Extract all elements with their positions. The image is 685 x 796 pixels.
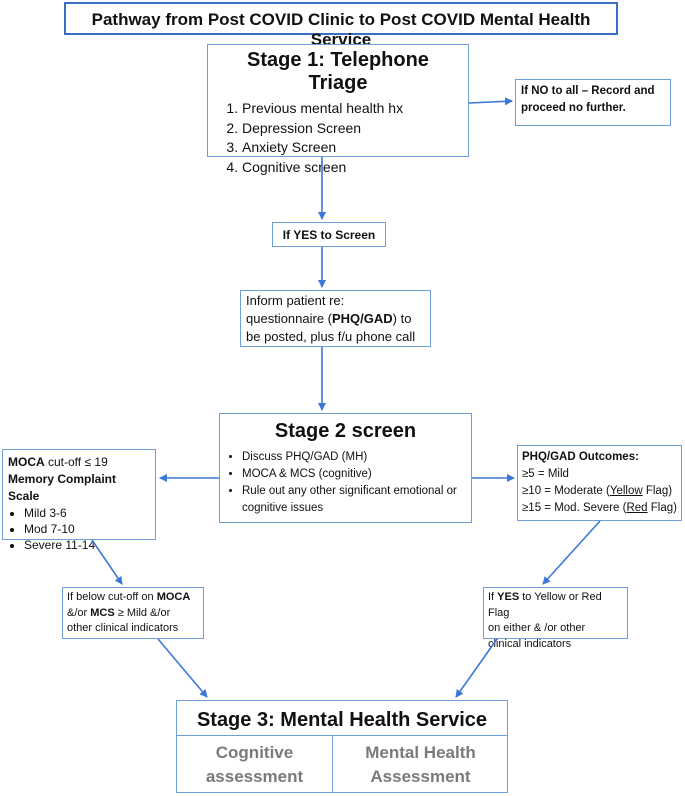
- inform-line3: be posted, plus f/u phone call: [246, 329, 416, 344]
- yes-flag-line2: on either & /or other: [488, 622, 586, 634]
- no-to-all-box: If NO to all – Record and proceed no fur…: [515, 79, 671, 126]
- stage1-item: Anxiety Screen: [242, 138, 460, 158]
- no-to-all-line2: proceed no further.: [521, 102, 626, 114]
- below-cutoff-box: If below cut-off on MOCA &/or MCS ≥ Mild…: [62, 587, 204, 639]
- below-cutoff-line1: If below cut-off on MOCA: [67, 591, 191, 603]
- diagram-title-box: Pathway from Post COVID Clinic to Post C…: [64, 2, 618, 49]
- stage2-heading: Stage 2 screen: [274, 420, 417, 442]
- stage3-box: Stage 3: Mental Health Service Cognitive…: [176, 700, 508, 793]
- phq-severe: ≥15 = Mod. Severe (Red Flag): [522, 502, 677, 514]
- mcs-list: Mild 3-6 Mod 7-10 Severe 11-14: [8, 505, 150, 553]
- phq-mild: ≥5 = Mild: [522, 468, 569, 480]
- yes-to-screen-label: If YES to Screen: [282, 228, 376, 242]
- arrow-stage1-to-no: [468, 97, 513, 106]
- phq-gad-outcomes-box: PHQ/GAD Outcomes: ≥5 = Mild ≥10 = Modera…: [517, 445, 682, 521]
- below-cutoff-line3: other clinical indicators: [67, 622, 179, 634]
- below-cutoff-line2: &/or MCS ≥ Mild &/or: [67, 606, 171, 619]
- stage1-list: Previous mental health hx Depression Scr…: [216, 99, 460, 177]
- stage2-item: Discuss PHQ/GAD (MH): [242, 449, 465, 466]
- mcs-item: Mod 7-10: [24, 521, 150, 537]
- inform-patient-box: Inform patient re: questionnaire (PHQ/GA…: [240, 290, 431, 347]
- stage1-item: Previous mental health hx: [242, 99, 460, 119]
- arrow-phq-to-yesflag: [542, 520, 601, 585]
- no-to-all-line1: If NO to all – Record and: [521, 85, 655, 97]
- arrow-below-to-stage3: [157, 638, 208, 698]
- yes-flag-line3: clinical indicators: [488, 637, 572, 650]
- phq-gad-label: PHQ/GAD: [332, 311, 393, 326]
- stage2-list: Discuss PHQ/GAD (MH) MOCA & MCS (cogniti…: [226, 449, 465, 517]
- mcs-item: Severe 11-14: [24, 537, 150, 553]
- stage1-box: Stage 1: Telephone Triage Previous menta…: [207, 44, 469, 175]
- mcs-item: Mild 3-6: [24, 505, 150, 521]
- stage2-item: Rule out any other significant emotional…: [242, 483, 465, 517]
- yes-to-screen-box: If YES to Screen: [272, 222, 386, 247]
- stage3-divider-v: [332, 735, 333, 792]
- yes-flag-box: If YES to Yellow or Red Flag on either &…: [483, 587, 628, 650]
- yes-flag-line1: If YES to Yellow or Red Flag: [488, 591, 602, 619]
- stage3-divider-h: [177, 735, 507, 736]
- stage1-item: Cognitive screen: [242, 158, 460, 178]
- stage1-item: Depression Screen: [242, 119, 460, 139]
- inform-line1: Inform patient re:: [246, 293, 345, 308]
- stage2-item: MOCA & MCS (cognitive): [242, 466, 465, 483]
- inform-line2: questionnaire (PHQ/GAD) to: [246, 311, 412, 326]
- stage1-heading: Stage 1: Telephone Triage: [247, 49, 429, 94]
- moca-box: MOCA cut-off ≤ 19 Memory Complaint Scale…: [2, 449, 156, 552]
- mcs-title: Memory Complaint Scale: [8, 472, 117, 503]
- stage2-box: Stage 2 screen Discuss PHQ/GAD (MH) MOCA…: [219, 413, 472, 523]
- phq-moderate: ≥10 = Moderate (Yellow Flag): [522, 485, 673, 497]
- phq-gad-title: PHQ/GAD Outcomes:: [522, 451, 639, 463]
- moca-cutoff: MOCA cut-off ≤ 19: [8, 455, 108, 469]
- stage3-heading: Stage 3: Mental Health Service: [196, 709, 488, 731]
